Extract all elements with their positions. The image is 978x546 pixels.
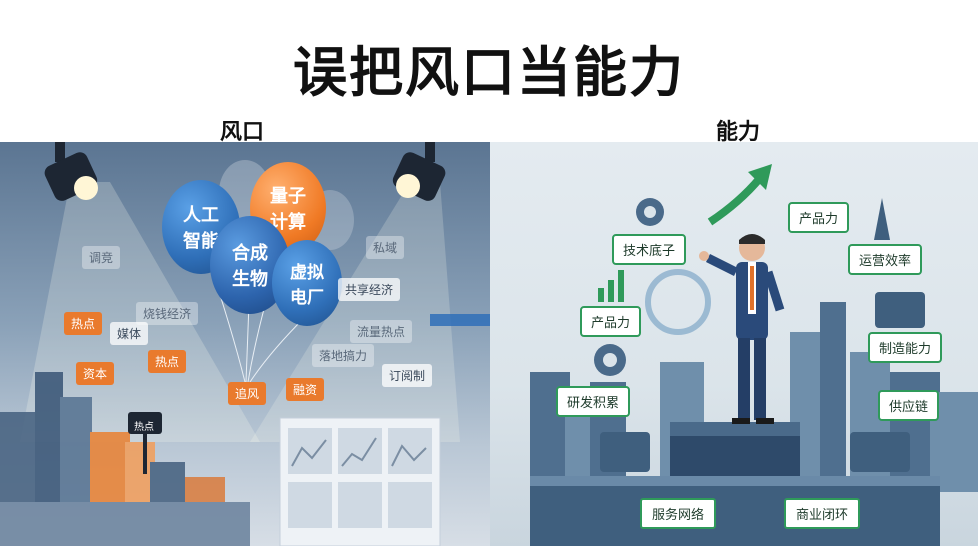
page-title: 误把风口当能力 (293, 41, 685, 104)
right-panel-ability: 技术底子 产品力 研发积累 产品力 运营效率 制造能力 供应链 服务网络 商业闭… (490, 142, 978, 546)
chart-board (279, 417, 441, 546)
tag-capital: 资本 (76, 362, 115, 385)
right-scene-illustration (530, 164, 978, 546)
right-panel-label: 能力 (716, 120, 761, 145)
tag-service-network: 服务网络 (640, 498, 717, 529)
tag-manufacturing: 制造能力 (868, 332, 943, 363)
balloon-synbio: 合成 生物 (210, 216, 290, 314)
tag-faded: 流量热点 (350, 320, 413, 343)
spotlight-right-icon (392, 142, 446, 201)
billboard-text: 热点 (134, 422, 154, 433)
tag-product-power-2: 产品力 (788, 202, 850, 233)
left-scene-illustration (0, 142, 460, 546)
machine-icon (875, 292, 925, 328)
tag-finance: 融资 (286, 378, 325, 401)
tag-tech-foundation: 技术底子 (612, 234, 687, 265)
tag-supply-chain: 供应链 (878, 390, 940, 421)
spotlight-left-icon (44, 142, 98, 201)
tag-faded: 调竞 (82, 246, 121, 269)
balloon-vpp: 虚拟 电厂 (272, 240, 342, 326)
left-panel-label: 风口 (220, 120, 265, 145)
tag-faded: 私域 (366, 236, 405, 259)
tag-business-loop: 商业闭环 (784, 498, 861, 529)
tag-operation-efficiency: 运营效率 (848, 244, 923, 275)
tag-product-power: 产品力 (580, 306, 642, 337)
businessman-figure (699, 234, 785, 424)
tower-icon (874, 198, 890, 240)
tag-rd-accumulation: 研发积累 (556, 386, 631, 417)
tag-media: 媒体 (110, 322, 149, 345)
city-skyline-left (0, 372, 250, 546)
left-panel-trend: 人工 智能 量子 计算 合成 生物 虚拟 电厂 调竞 烧钱经济 媒体 热点 资本… (0, 142, 490, 546)
tag-faded: 落地搞力 (312, 344, 375, 367)
tag-hot-2: 热点 (148, 350, 187, 373)
tag-subscription: 订阅制 (382, 364, 433, 387)
tag-hot: 热点 (64, 312, 103, 335)
tag-sharing-economy: 共享经济 (338, 278, 401, 301)
tag-faded: 烧钱经济 (136, 302, 199, 325)
tag-chase: 追风 (228, 382, 267, 405)
